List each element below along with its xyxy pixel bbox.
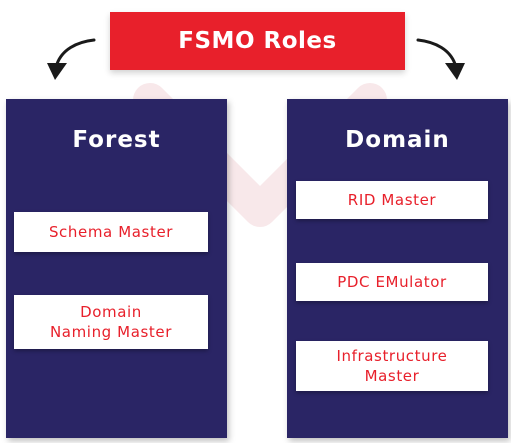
curved-arrow-down-left-icon — [47, 38, 96, 80]
diagram-title: FSMO Roles — [110, 12, 405, 70]
domain-panel: Domain RID Master PDC EMulator Infrastru… — [287, 99, 508, 438]
curved-arrow-down-right-icon — [416, 38, 465, 80]
pdc-emulator-box: PDC EMulator — [296, 263, 488, 301]
domain-naming-master-box: Domain Naming Master — [14, 295, 208, 349]
forest-title: Forest — [72, 127, 161, 153]
schema-master-box: Schema Master — [14, 212, 208, 252]
rid-master-box: RID Master — [296, 181, 488, 219]
infrastructure-master-box: Infrastructure Master — [296, 341, 488, 391]
forest-panel: Forest Schema Master Domain Naming Maste… — [6, 99, 227, 438]
domain-title: Domain — [345, 127, 450, 153]
